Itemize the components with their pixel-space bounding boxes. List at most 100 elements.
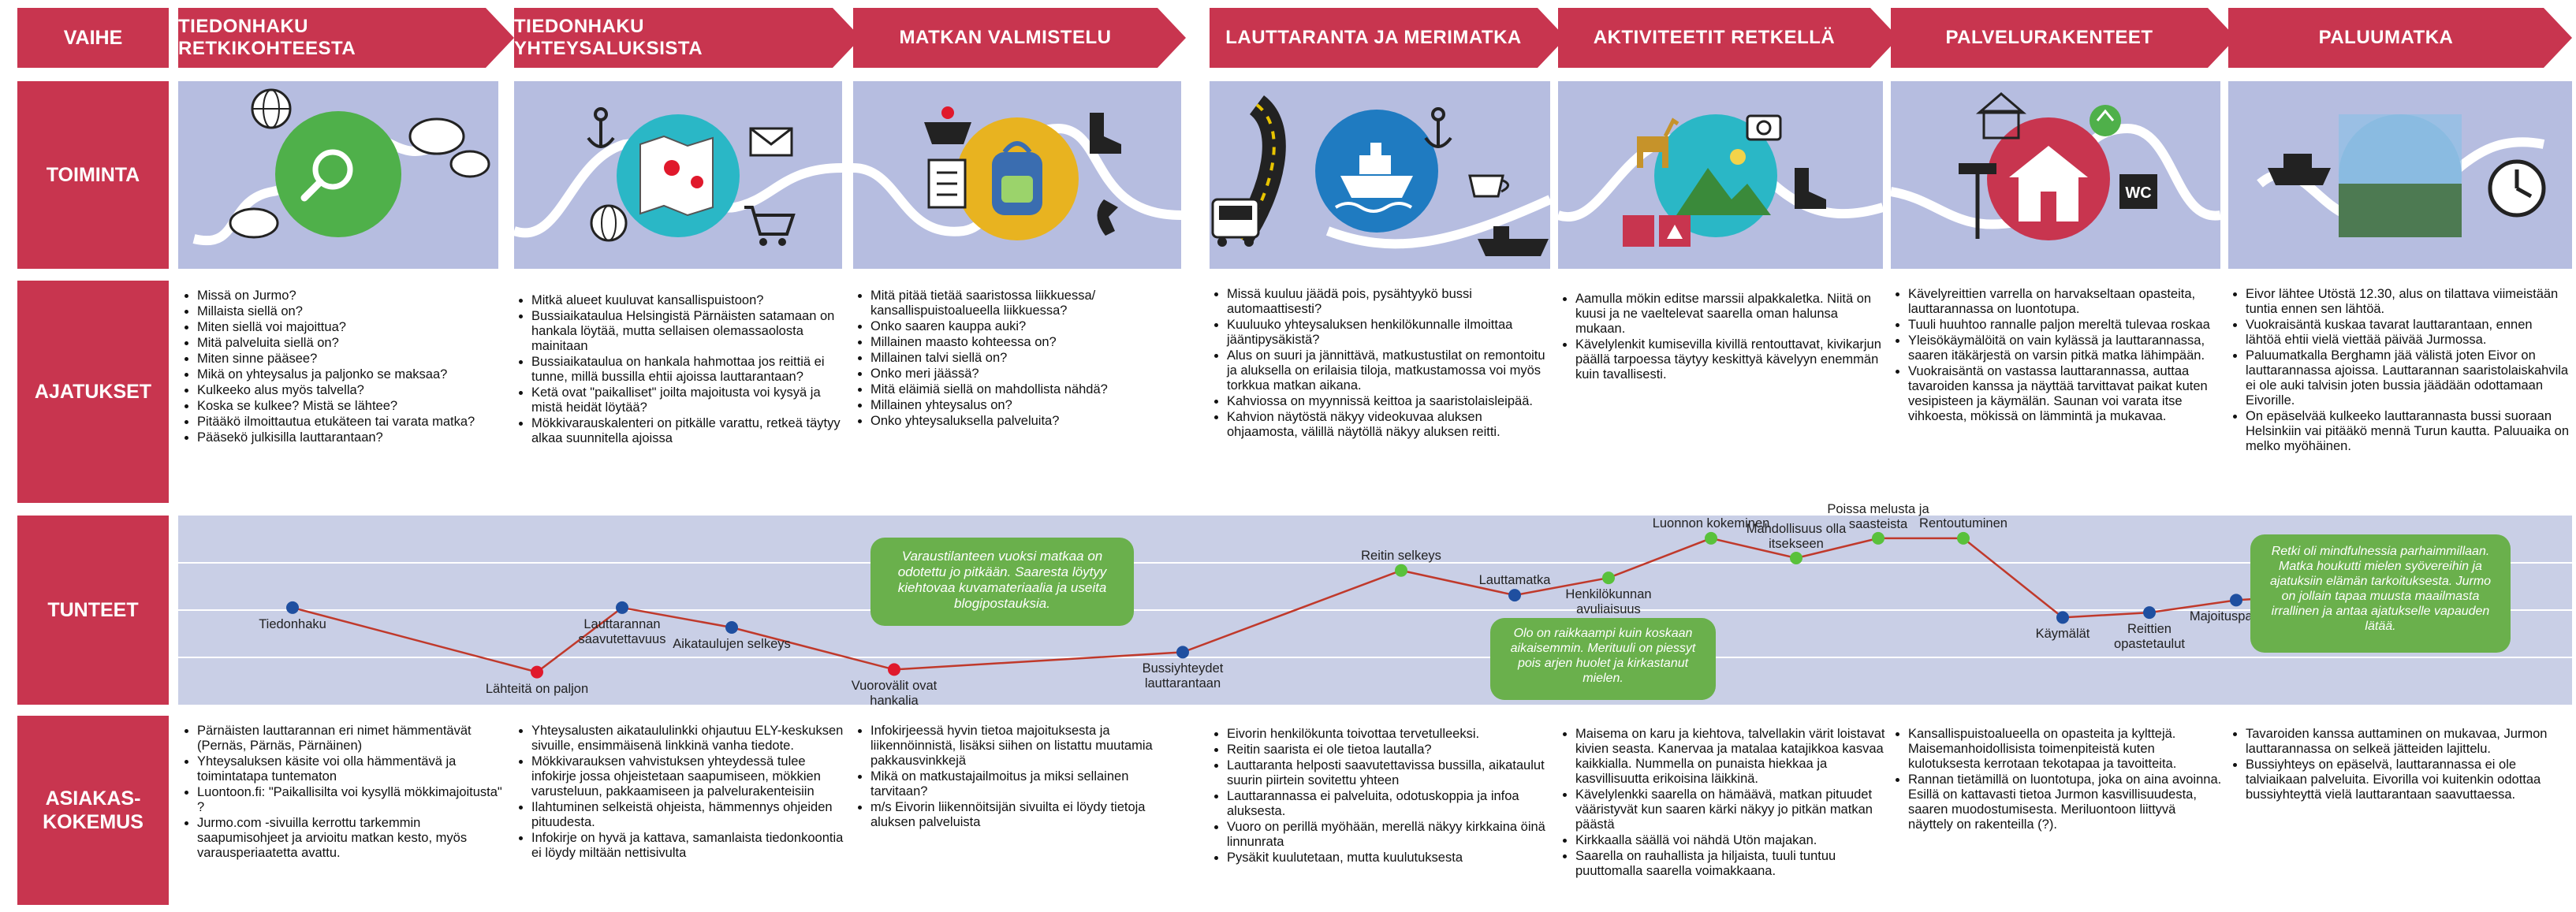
experience-column-4: Eivorin henkilökunta toivottaa tervetull… <box>1210 727 1552 906</box>
bullet-item: Koska se kulkee? Mistä se lähtee? <box>197 399 505 414</box>
bullet-item: Onko saaren kauppa auki? <box>870 319 1184 334</box>
phase-4: LAUTTARANTA JA MERIMATKA <box>1210 8 1566 68</box>
bullet-item: Kulkeeko alus myös talvella? <box>197 383 505 398</box>
svg-text:WC: WC <box>2125 184 2151 202</box>
bullet-item: Pitääkö ilmoittautua etukäteen tai varat… <box>197 415 505 430</box>
signpost-icon <box>1959 163 1996 239</box>
bullet-item: Kansallispuistoalueella on opasteita ja … <box>1908 727 2224 772</box>
emotion-bubble-1: Varaustilanteen vuoksi matkaa on odotett… <box>870 538 1134 626</box>
checklist-icon <box>927 158 967 209</box>
bullet-item: Kävelyreittien varrella on harvakseltaan… <box>1908 287 2225 317</box>
ship-icon <box>2268 154 2331 185</box>
bullet-item: Bussiyhteys on epäselvä, lauttarannassa … <box>2246 758 2567 802</box>
thoughts-column-3: Mitä pitää tietää saaristossa liikkuessa… <box>853 288 1184 430</box>
action-cell-5 <box>1558 81 1883 269</box>
bullet-item: Reitin saarista ei ole tietoa lautalla? <box>1227 743 1552 758</box>
bullet-item: Mitä eläimiä siellä on mahdollista nähdä… <box>870 382 1184 397</box>
bullet-item: Ilahtuminen selkeistä ohjeista, hämmenny… <box>531 800 847 830</box>
phase-6: PALVELURAKENTEET <box>1891 8 2236 68</box>
deer-icon <box>1637 117 1679 168</box>
bullet-item: Mikä on matkustajailmoitus ja miksi sell… <box>870 769 1184 799</box>
emotion-point <box>888 663 900 676</box>
landscape-icon <box>1676 149 1771 215</box>
row-label-experience: ASIAKAS- KOKEMUS <box>17 716 169 905</box>
camera-icon <box>1746 114 1782 141</box>
emotion-bubble-2: Olo on raikkaampi kuin koskaan aikaisemm… <box>1490 618 1716 700</box>
bullet-item: Millainen yhteysalus on? <box>870 398 1184 413</box>
action-illustration-2 <box>514 107 842 246</box>
bullet-item: Vuokraisäntä on vastassa lauttarannassa,… <box>1908 364 2225 424</box>
emotion-point-label: Käymälät <box>2035 627 2090 642</box>
anchor-icon <box>587 107 615 148</box>
emotion-point <box>616 601 628 614</box>
action-illustration-1 <box>192 88 490 246</box>
thoughts-column-4: Missä kuuluu jäädä pois, pysähtyykö buss… <box>1210 287 1553 441</box>
boot-icon <box>1795 168 1826 209</box>
action-illustration-5 <box>1558 114 1883 247</box>
bullet-item: Mikä on yhteysalus ja paljonko se maksaa… <box>197 367 505 382</box>
bullet-item: Infokirje on hyvä ja kattava, samanlaist… <box>531 831 847 861</box>
action-illustration-7 <box>2257 114 2546 237</box>
recycle-icon <box>2090 105 2121 136</box>
row-label-thoughts: AJATUKSET <box>17 281 169 503</box>
emotion-point <box>1705 531 1717 545</box>
bullet-item: Tuuli huuhtoo rannalle paljon mereltä tu… <box>1908 318 2225 333</box>
thoughts-column-2: Mitkä alueet kuuluvat kansallispuistoon?… <box>514 293 848 447</box>
bullet-item: Jurmo.com -sivuilla kerrottu tarkemmin s… <box>197 816 505 861</box>
emotion-point <box>1176 646 1189 659</box>
emotion-point-label: Luonnon kokeminen <box>1652 516 1770 530</box>
bullet-item: Paluumatkalla Berghamn jää välistä joten… <box>2246 348 2569 408</box>
emotion-point-label: Reitin selkeys <box>1361 548 1441 563</box>
experience-column-1: Pärnäisten lauttarannan eri nimet hämmen… <box>180 724 505 906</box>
bullet-item: Miten sinne pääsee? <box>197 352 505 367</box>
mail-icon <box>749 127 793 157</box>
emotion-point-label: Vuorovälit ovat hankalia <box>851 679 938 709</box>
emotion-point <box>1957 531 1970 545</box>
coffee-icon <box>1468 174 1509 198</box>
bullet-item: Mitä pitää tietää saaristossa liikkuessa… <box>870 288 1184 318</box>
emotion-point <box>1872 531 1884 545</box>
experience-column-7: Tavaroiden kanssa auttaminen on mukavaa,… <box>2228 727 2567 906</box>
bullet-item: Millaista siellä on? <box>197 304 505 319</box>
emotion-curve <box>178 531 2572 679</box>
emotion-point-label: Lähteitä on paljon <box>485 681 589 696</box>
emotion-point <box>1508 589 1521 602</box>
bullet-item: Rannan tietämillä on luontotupa, joka on… <box>1908 772 2224 832</box>
action-illustration-4 <box>1211 95 1550 256</box>
globe-icon <box>590 204 628 242</box>
bullet-item: Yleisökäymälöitä on vain kylässä ja laut… <box>1908 333 2225 363</box>
shopping-cart-icon <box>744 206 796 246</box>
phase-2: TIEDONHAKU YHTEYSALUKSISTA <box>514 8 861 68</box>
bullet-item: Kävelylenkki saarella on hämäävä, matkan… <box>1575 787 1891 832</box>
backpack-icon <box>992 141 1042 215</box>
basket-icon <box>924 106 971 144</box>
clock-icon <box>2488 159 2546 218</box>
bullet-item: Kävelylenkit kumisevilla kivillä rentout… <box>1575 337 1891 382</box>
emotion-point-label: Aikataulujen selkeys <box>673 637 791 651</box>
bullet-item: Bussiaikataulua Helsingistä Pärnäisten s… <box>531 309 848 354</box>
cabin-icon <box>1623 215 1691 247</box>
map-icon <box>639 135 714 217</box>
row-label-action: TOIMINTA <box>17 81 169 269</box>
bullet-item: m/s Eivorin liikennöitsijän sivuilta ei … <box>870 800 1184 830</box>
bullet-item: Missä on Jurmo? <box>197 288 505 303</box>
bullet-item: Mitkä alueet kuuluvat kansallispuistoon? <box>531 293 848 308</box>
bullet-item: Luontoon.fi: "Paikallisilta voi kysyllä … <box>197 785 505 815</box>
bullet-item: Tavaroiden kanssa auttaminen on mukavaa,… <box>2246 727 2567 757</box>
bullet-item: Ketä ovat "paikalliset" joilta majoitust… <box>531 385 848 415</box>
thoughts-band <box>178 281 2572 503</box>
bullet-item: Infokirjeessä hyvin tietoa majoituksesta… <box>870 724 1184 769</box>
emotion-point-label: Lauttamatka <box>1478 573 1551 588</box>
emotion-point-label: Poissa melusta ja saasteista <box>1827 501 1929 531</box>
action-cell-4 <box>1210 81 1550 269</box>
experience-column-6: Kansallispuistoalueella on opasteita ja … <box>1891 727 2224 906</box>
experience-column-5: Maisema on karu ja kiehtova, talvellakin… <box>1558 727 1891 906</box>
search-icon <box>275 111 401 237</box>
bullet-item: Onko meri jäässä? <box>870 367 1184 382</box>
emotion-point <box>1395 564 1407 577</box>
bullet-item: Mökkivarauskalenteri on pitkälle varattu… <box>531 416 848 446</box>
bullet-item: Vuoro on perillä myöhään, merellä näkyy … <box>1227 820 1552 850</box>
bullet-item: Kahvion näytöstä näkyy videokuvaa alukse… <box>1227 410 1553 440</box>
emotion-point-label: Reittien opastetaulut <box>2114 622 2185 652</box>
action-cell-3 <box>853 81 1181 269</box>
